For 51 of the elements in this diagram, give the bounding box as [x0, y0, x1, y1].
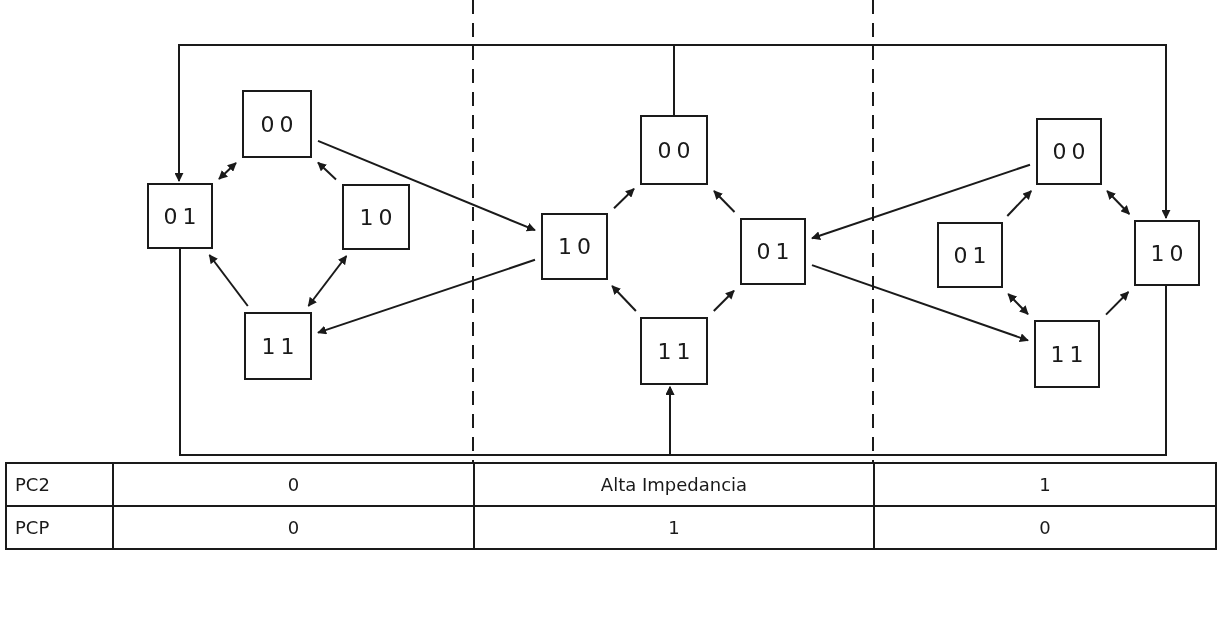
state-box: [242, 90, 312, 158]
arrow: [712, 289, 735, 312]
state-box: [342, 184, 410, 250]
table-value: 0: [875, 507, 1217, 550]
arrow: [317, 139, 536, 232]
table-value: Alta Impedancia: [475, 464, 875, 507]
row-header: PC2: [7, 464, 114, 507]
state-code: 11: [1049, 341, 1089, 367]
arrow: [713, 190, 736, 213]
state-box: [1134, 220, 1200, 286]
state-box: [541, 213, 608, 280]
arrow: [811, 163, 1031, 240]
arrow: [613, 187, 635, 210]
state-code: 11: [656, 338, 696, 364]
state-box: [147, 183, 213, 249]
arrow: [208, 254, 249, 307]
state-box: [640, 317, 708, 385]
state-code: 10: [358, 204, 398, 230]
arrow: [174, 44, 675, 182]
state-box: [740, 218, 806, 285]
state-code: 01: [952, 242, 992, 268]
table-value: 1: [475, 507, 875, 550]
arrow: [811, 264, 1029, 342]
arrow: [1105, 291, 1130, 316]
table-value: 1: [875, 464, 1217, 507]
state-code: 01: [162, 203, 202, 229]
arrow: [218, 161, 237, 180]
row-header: PCP: [7, 507, 114, 550]
state-code: 00: [259, 111, 299, 137]
arrow: [1106, 190, 1131, 215]
state-code: 10: [1149, 240, 1189, 266]
state-code: 00: [656, 137, 696, 163]
arrow: [1007, 293, 1029, 316]
table-value: 0: [114, 507, 475, 550]
state-box: [1036, 118, 1102, 185]
state-code: 01: [755, 239, 795, 264]
arrow: [665, 285, 1167, 456]
state-code: 00: [1051, 139, 1091, 164]
arrow: [317, 161, 337, 181]
arrow: [611, 285, 637, 312]
state-code: 10: [557, 234, 596, 259]
state-box: [640, 115, 708, 185]
state-box: [1034, 320, 1100, 388]
state-box: [244, 312, 312, 380]
state-box: [937, 222, 1003, 288]
table-value: 0: [114, 464, 475, 507]
arrow: [673, 44, 1171, 219]
arrow: [317, 258, 536, 335]
state-code: 11: [260, 333, 300, 359]
arrow: [1006, 190, 1033, 217]
arrow: [307, 255, 348, 307]
